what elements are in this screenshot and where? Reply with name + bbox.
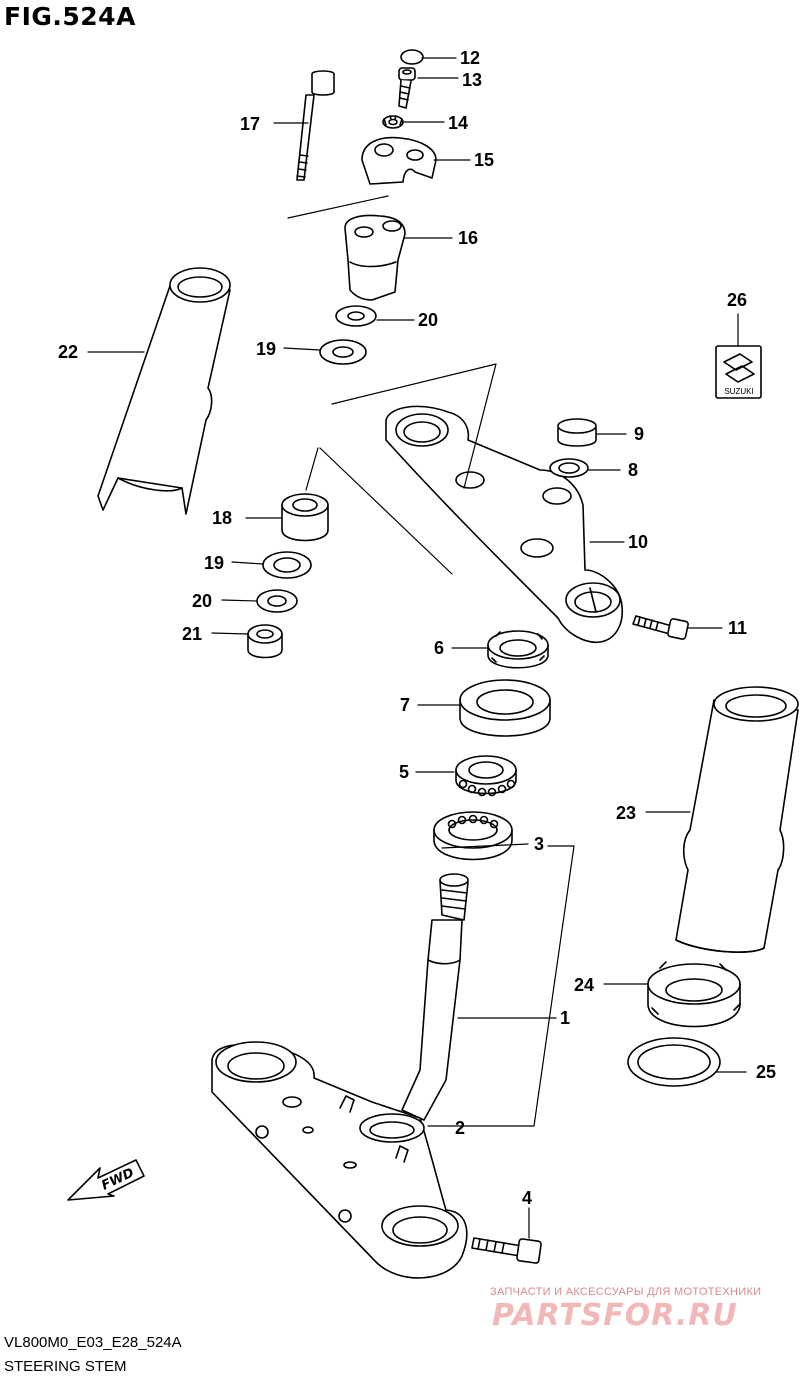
watermark-tagline: ЗАПЧАСТИ И АКСЕССУАРЫ ДЛЯ МОТОТЕХНИКИ <box>490 1286 762 1298</box>
callout-13: 13 <box>462 70 482 90</box>
part-23-right-fork-cover <box>675 686 799 953</box>
part-26-emblem <box>715 345 762 399</box>
part-12-cap <box>400 49 424 65</box>
callout-19-upper: 19 <box>256 339 276 359</box>
part-6-ring-nut <box>487 630 549 669</box>
part-19-upper-washer <box>319 339 367 365</box>
watermark-logo: PARTSFOR.RU <box>492 1298 738 1333</box>
callout-19-lower: 19 <box>204 553 224 573</box>
callout-9: 9 <box>634 424 644 444</box>
fwd-arrow-icon <box>67 1159 145 1201</box>
callout-8: 8 <box>628 460 638 480</box>
callout-4: 4 <box>522 1188 532 1208</box>
callout-22: 22 <box>58 342 78 362</box>
part-17-long-bolt <box>296 70 335 181</box>
assembly-guide-lines <box>287 195 575 1239</box>
part-20-upper-washer <box>335 305 377 327</box>
callout-15: 15 <box>474 150 494 170</box>
callout-26: 26 <box>727 290 747 310</box>
part-4-bolt <box>471 1237 542 1264</box>
callout-7: 7 <box>400 695 410 715</box>
part-19-lower-washer <box>262 551 312 579</box>
callout-5: 5 <box>399 762 409 782</box>
part-25-washer <box>627 1037 721 1087</box>
callout-18: 18 <box>212 508 232 528</box>
part-22-left-fork-cover <box>97 267 231 515</box>
callout-23: 23 <box>616 803 636 823</box>
assembly-name: STEERING STEM <box>4 1358 127 1375</box>
emblem-text: SUZUKI <box>724 387 753 396</box>
callout-20-lower: 20 <box>192 591 212 611</box>
callout-14: 14 <box>448 113 468 133</box>
part-11-bolt <box>632 615 689 640</box>
part-10-upper-bracket <box>385 405 624 643</box>
part-9-cap-nut <box>557 418 597 447</box>
part-1-steering-stem <box>211 873 469 1279</box>
callout-12: 12 <box>460 48 480 68</box>
callout-3: 3 <box>534 834 544 854</box>
part-7-dust-seal <box>459 679 551 737</box>
callout-2: 2 <box>455 1118 465 1138</box>
part-21-nut <box>247 624 283 659</box>
part-5-upper-bearing <box>455 755 517 797</box>
part-13-bolt <box>398 67 416 109</box>
part-16-handlebar-holder <box>344 214 406 301</box>
callout-25: 25 <box>756 1062 776 1082</box>
callout-17: 17 <box>240 114 260 134</box>
callout-10: 10 <box>628 532 648 552</box>
part-24-ring-nut <box>647 961 741 1028</box>
figure-title: FIG.524A <box>4 2 136 31</box>
callout-24: 24 <box>574 975 594 995</box>
part-15-upper-clamp <box>361 136 437 185</box>
part-8-washer <box>549 458 589 478</box>
part-3-lower-bearing <box>433 811 513 861</box>
callout-leaders <box>87 57 747 1073</box>
callout-labels: 1 2 3 4 5 6 7 8 9 10 11 12 13 14 15 16 1… <box>58 48 776 1208</box>
callout-11: 11 <box>728 618 747 638</box>
callout-16: 16 <box>458 228 478 248</box>
callout-1: 1 <box>560 1008 570 1028</box>
model-code: VL800M0_E03_E28_524A <box>4 1334 182 1351</box>
callout-21: 21 <box>182 624 202 644</box>
part-18-bushing <box>281 493 329 542</box>
callout-6: 6 <box>434 638 444 658</box>
part-20-lower-washer <box>256 589 298 613</box>
part-14-lock-washer <box>382 115 404 129</box>
callout-20-upper: 20 <box>418 310 438 330</box>
